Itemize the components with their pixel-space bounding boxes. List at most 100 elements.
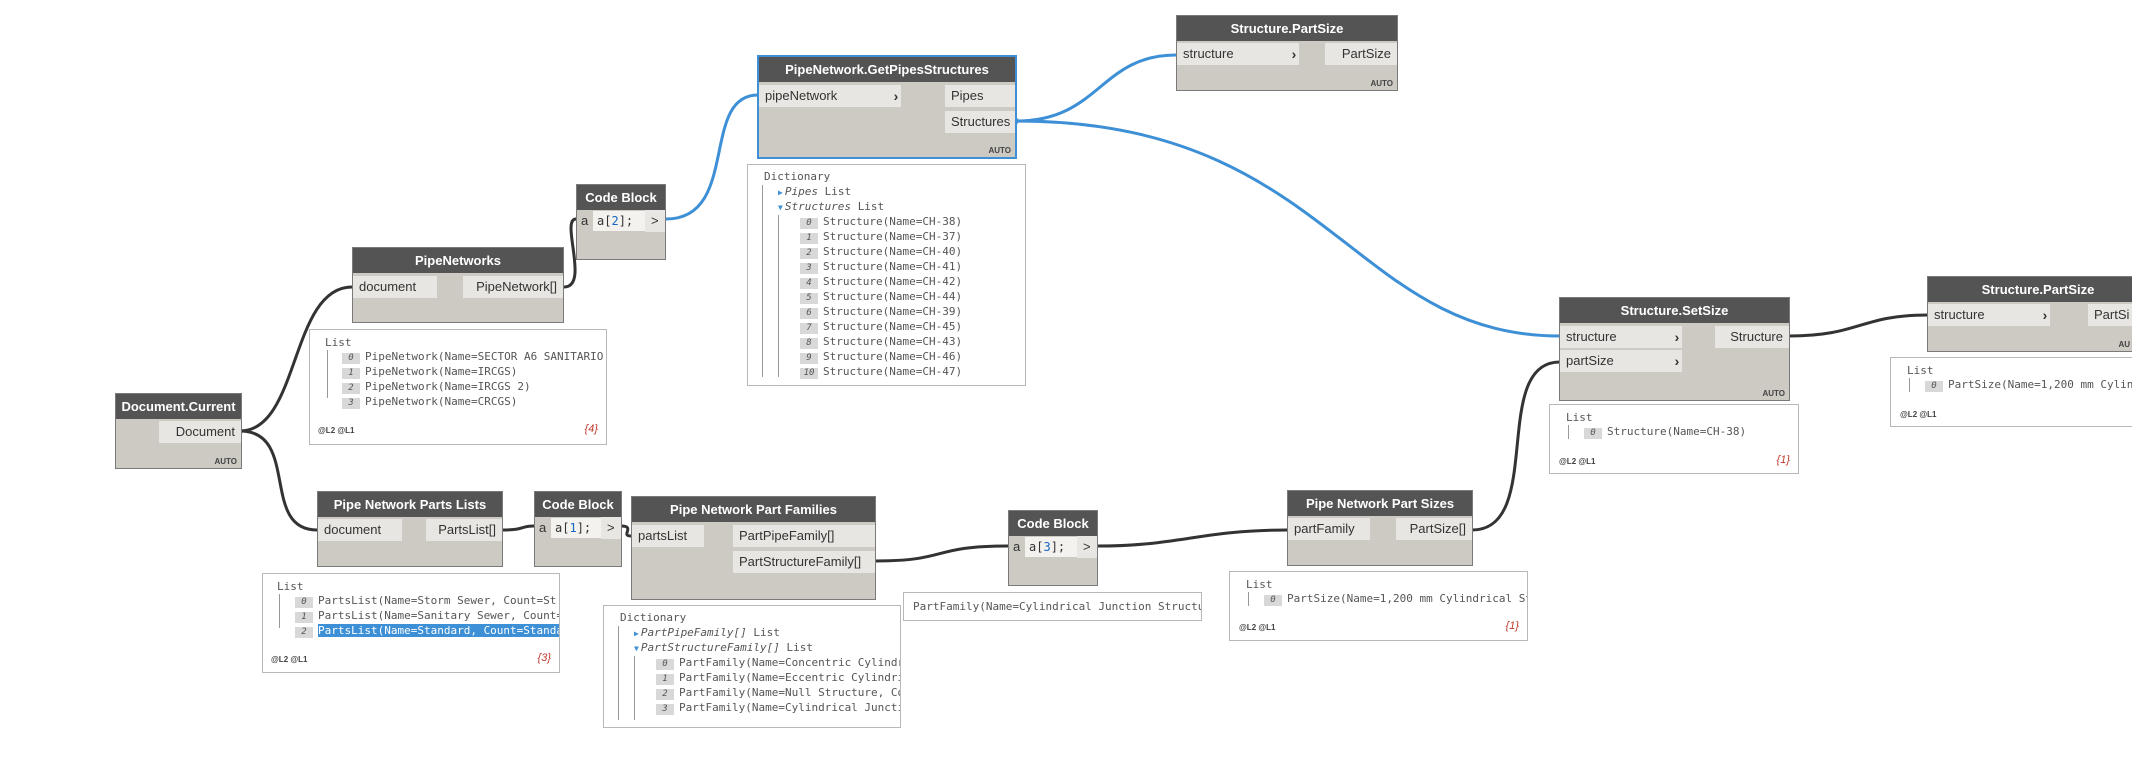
- node-code-block-3[interactable]: Code Block a a[3]; >: [1008, 510, 1098, 586]
- wire-document-to-pipenetworks[interactable]: [239, 285, 353, 433]
- output-port-structures[interactable]: Structures: [945, 111, 1015, 133]
- chevron-right-icon: ›: [1674, 329, 1680, 345]
- wire-structures-to-setsize[interactable]: [1015, 119, 1561, 338]
- node-code-block-1[interactable]: Code Block a a[2]; >: [576, 184, 666, 260]
- code-var: a: [581, 213, 589, 228]
- wire-setsize-to-partsize2[interactable]: [1788, 313, 1929, 338]
- node-structure-setsize[interactable]: Structure.SetSize structure › partSize ›…: [1559, 297, 1790, 401]
- preview-header: Dictionary: [764, 170, 831, 183]
- wire-partslists-to-codeblock2[interactable]: [502, 524, 535, 532]
- chevron-right-icon: ›: [2042, 307, 2048, 323]
- input-port-structure[interactable]: structure: [1177, 43, 1299, 65]
- input-port-partfamily[interactable]: partFamily: [1288, 518, 1370, 540]
- input-port-partsize[interactable]: partSize: [1560, 350, 1682, 372]
- node-pipe-network-part-families[interactable]: Pipe Network Part Families partsList Par…: [631, 496, 876, 600]
- node-title: Structure.SetSize: [1560, 298, 1789, 323]
- node-pipe-network-parts-lists[interactable]: Pipe Network Parts Lists document PartsL…: [317, 491, 503, 567]
- list-levels: @L2 @L1: [318, 426, 355, 435]
- list-count: {3}: [537, 652, 551, 664]
- node-get-pipes-structures[interactable]: PipeNetwork.GetPipesStructures pipeNetwo…: [757, 55, 1017, 159]
- preview-code-block-3[interactable]: PartFamily(Name=Cylindrical Junction Str…: [903, 592, 1202, 621]
- node-pipe-network-part-sizes[interactable]: Pipe Network Part Sizes partFamily PartS…: [1287, 490, 1473, 566]
- input-port-document[interactable]: document: [353, 276, 437, 298]
- output-port-structure[interactable]: Structure: [1715, 326, 1789, 348]
- wire-partsizes-to-setsize[interactable]: [1471, 360, 1561, 532]
- code-editor[interactable]: a[1];: [551, 518, 605, 538]
- dict-key-partpipefamily[interactable]: ▶PartPipeFamily[] List: [634, 626, 780, 639]
- preview-part-families[interactable]: Dictionary ▶PartPipeFamily[] List ▼PartS…: [603, 605, 901, 728]
- node-title: PipeNetworks: [353, 248, 563, 273]
- output-port-partsize[interactable]: PartSize[]: [1396, 518, 1472, 540]
- wire-codeblock2-to-partfamilies[interactable]: [620, 524, 632, 538]
- node-title: Code Block: [1009, 511, 1097, 536]
- output-port-partstructurefamily[interactable]: PartStructureFamily[]: [733, 551, 875, 573]
- output-port-document[interactable]: Document: [159, 421, 241, 443]
- wire-codeblock1-to-getpipesstructures[interactable]: [665, 93, 759, 221]
- node-title: PipeNetwork.GetPipesStructures: [759, 57, 1015, 82]
- preview-get-pipes-structures[interactable]: Dictionary ▶Pipes List ▼Structures List …: [747, 164, 1026, 386]
- wire-partfamilies-to-codeblock3[interactable]: [874, 544, 1009, 563]
- lacing-label: AUTO: [1370, 79, 1393, 88]
- list-levels: @L2 @L1: [1559, 457, 1596, 466]
- lacing-label: AU: [2118, 340, 2130, 349]
- list-count: {1}: [1776, 454, 1790, 466]
- output-port-partpipefamily[interactable]: PartPipeFamily[]: [733, 525, 875, 547]
- list-levels: @L2 @L1: [1900, 410, 1937, 419]
- preview-header: List: [1246, 578, 1273, 591]
- preview-header: Dictionary: [620, 611, 687, 624]
- node-code-block-2[interactable]: Code Block a a[1]; >: [534, 491, 622, 567]
- output-port-partslist[interactable]: PartsList[]: [426, 519, 502, 541]
- preview-value: PartFamily(Name=Cylindrical Junction Str…: [913, 600, 1202, 613]
- wire-pipenetworks-to-codeblock1[interactable]: [563, 217, 577, 289]
- chevron-right-icon: ›: [1674, 353, 1680, 369]
- output-port-partsize[interactable]: PartSi: [2088, 304, 2132, 326]
- preview-header: List: [277, 580, 304, 593]
- node-title: Pipe Network Part Sizes: [1288, 491, 1472, 516]
- code-editor[interactable]: a[3];: [1025, 537, 1081, 557]
- input-port-structure[interactable]: structure: [1928, 304, 2050, 326]
- wire-document-to-partslists[interactable]: [239, 429, 318, 532]
- list-levels: @L2 @L1: [1239, 623, 1276, 632]
- input-port-structure[interactable]: structure: [1560, 326, 1682, 348]
- output-port[interactable]: >: [1077, 536, 1097, 558]
- dict-key-pipes[interactable]: ▶Pipes List: [778, 185, 852, 198]
- input-port-pipenetwork[interactable]: pipeNetwork: [759, 85, 901, 107]
- code-editor[interactable]: a[2];: [593, 211, 649, 231]
- output-port[interactable]: >: [601, 517, 621, 539]
- output-port-pipenetwork[interactable]: PipeNetwork[]: [463, 276, 563, 298]
- wire-codeblock3-to-partsizes[interactable]: [1097, 528, 1289, 548]
- node-title: Document.Current: [116, 394, 241, 419]
- lacing-label: AUTO: [988, 146, 1011, 155]
- dict-key-partstructurefamily[interactable]: ▼PartStructureFamily[] List: [634, 641, 814, 654]
- output-port[interactable]: >: [645, 210, 665, 232]
- list-levels: @L2 @L1: [271, 655, 308, 664]
- output-port-pipes[interactable]: Pipes: [945, 85, 1015, 107]
- node-structure-partsize-2[interactable]: Structure.PartSize structure › PartSi AU: [1927, 276, 2132, 352]
- node-title: Code Block: [535, 492, 621, 517]
- wire-structures-to-partsize1[interactable]: [1015, 53, 1177, 123]
- node-document-current[interactable]: Document.Current Document AUTO: [115, 393, 242, 469]
- node-pipenetworks[interactable]: PipeNetworks document PipeNetwork[]: [352, 247, 564, 323]
- input-port-document[interactable]: document: [318, 519, 402, 541]
- node-structure-partsize-1[interactable]: Structure.PartSize structure › PartSize …: [1176, 15, 1398, 91]
- input-port-partslist[interactable]: partsList: [632, 525, 704, 547]
- output-port-partsize[interactable]: PartSize: [1325, 43, 1397, 65]
- dict-key-structures[interactable]: ▼Structures List: [778, 200, 885, 213]
